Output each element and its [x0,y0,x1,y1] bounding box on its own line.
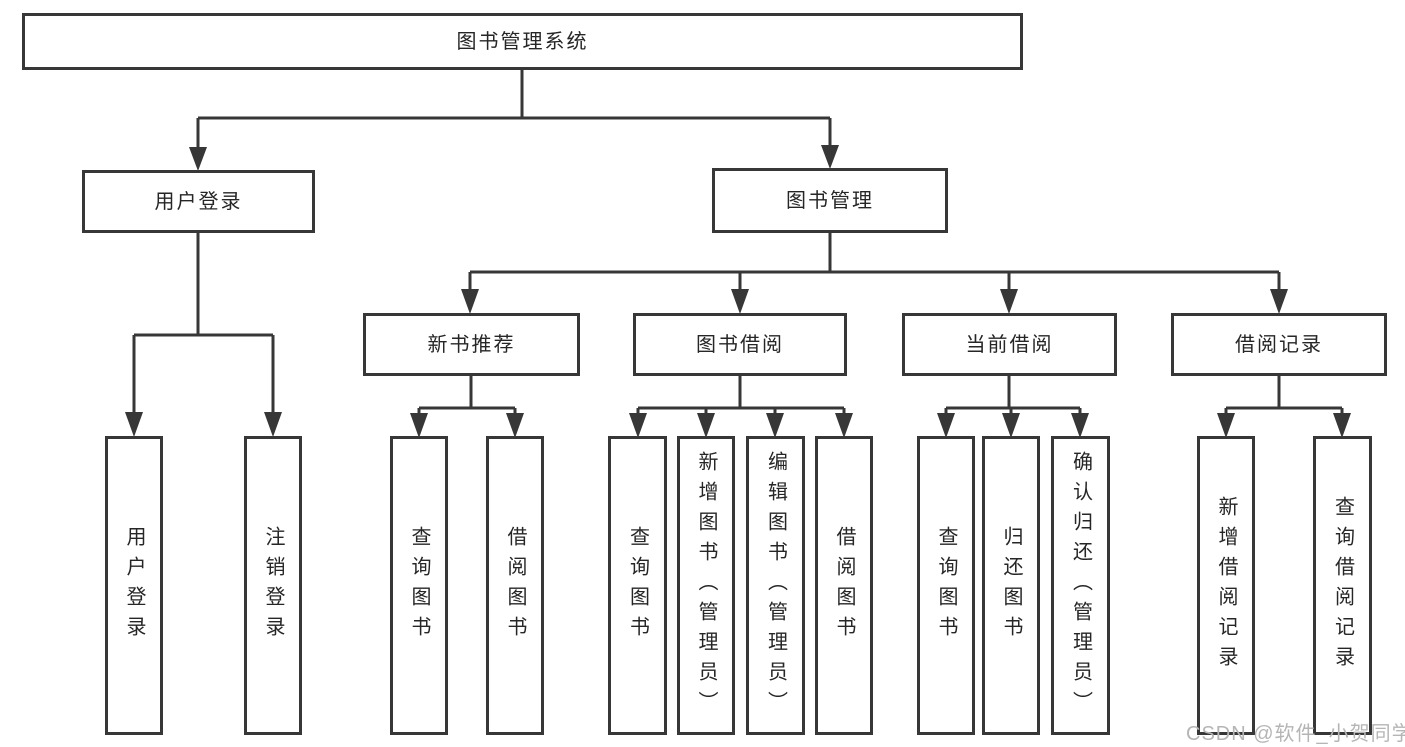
leaf-newbooks-query-books: 查询图书 [390,436,448,735]
arrowhead-icons [125,145,1351,438]
leaf-borrowing-edit-books-admin: 编辑图书（管理员） [746,436,805,735]
leaf-records-add-record: 新增借阅记录 [1197,436,1255,735]
node-new-book-recommend: 新书推荐 [363,313,580,376]
leaf-borrowing-query-books: 查询图书 [608,436,667,735]
leaf-current-confirm-return-admin: 确认归还（管理员） [1051,436,1110,735]
node-user-login: 用户登录 [82,170,315,233]
leaf-borrowing-borrow-books: 借阅图书 [815,436,873,735]
leaf-logout: 注销登录 [244,436,302,735]
node-book-borrowing: 图书借阅 [633,313,847,376]
leaf-current-query-books: 查询图书 [917,436,975,735]
leaf-current-return-books: 归还图书 [982,436,1040,735]
csdn-watermark: CSDN @软件_小贺同学 [1186,723,1405,745]
leaf-user-login: 用户登录 [105,436,163,735]
node-book-management: 图书管理 [712,168,948,233]
node-root-library-system: 图书管理系统 [22,13,1023,70]
leaf-records-query-record: 查询借阅记录 [1313,436,1372,735]
leaf-borrowing-add-books-admin: 新增图书（管理员） [677,436,735,735]
node-current-borrowing: 当前借阅 [902,313,1117,376]
node-borrowing-records: 借阅记录 [1171,313,1387,376]
leaf-newbooks-borrow-books: 借阅图书 [486,436,544,735]
